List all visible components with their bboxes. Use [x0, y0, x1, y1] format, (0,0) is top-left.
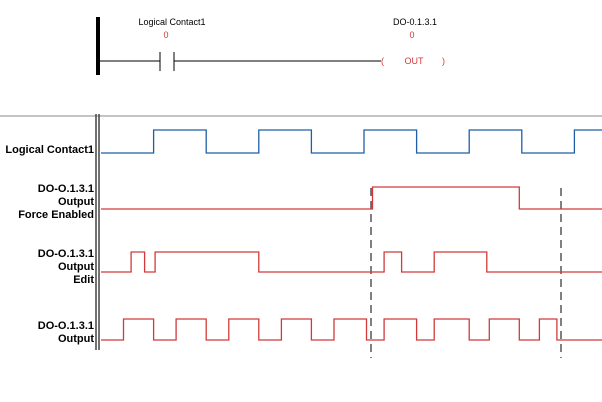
signal-label-out-0: DO-O.1.3.1	[38, 320, 94, 332]
waveform-force	[101, 186, 602, 210]
contact-value: 0	[163, 30, 168, 40]
waveform-edit	[101, 251, 602, 273]
coil-text: OUT	[405, 56, 425, 66]
waveform-out	[101, 318, 602, 341]
contact-name: Logical Contact1	[138, 17, 205, 27]
signal-label-force-1: Output	[58, 196, 94, 208]
signal-label-lc-0: Logical Contact1	[5, 144, 94, 156]
signal-label-force-0: DO-O.1.3.1	[38, 183, 94, 195]
coil-open-paren: (	[381, 56, 384, 66]
coil-name: DO-0.1.3.1	[393, 17, 437, 27]
coil-close-paren: )	[442, 56, 445, 66]
signal-label-out-1: Output	[58, 333, 94, 345]
signal-label-edit-2: Edit	[73, 274, 94, 286]
signal-label-edit-1: Output	[58, 261, 94, 273]
signal-label-force-2: Force Enabled	[18, 209, 94, 221]
signal-label-edit-0: DO-O.1.3.1	[38, 248, 94, 260]
waveform-lc	[101, 129, 602, 154]
coil-value: 0	[409, 30, 414, 40]
left-power-rail	[96, 17, 100, 75]
